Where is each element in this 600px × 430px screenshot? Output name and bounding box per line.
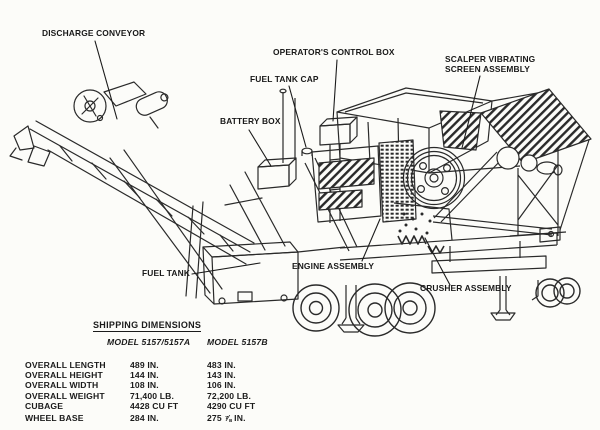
column-header-model-5157-5157a: MODEL 5157/5157A bbox=[107, 337, 191, 347]
row-value-b: 483 IN. bbox=[207, 360, 236, 370]
row-value-b: 4290 CU FT bbox=[207, 400, 256, 411]
callout-battery-box: BATTERY BOX bbox=[220, 116, 281, 126]
fuel-tank-drawing bbox=[202, 241, 299, 305]
callout-operators-control-box: OPERATOR'S CONTROL BOX bbox=[273, 47, 395, 57]
row-value-a: 489 IN. bbox=[130, 360, 159, 370]
row-label: CUBAGE bbox=[25, 400, 64, 411]
row-value-a: 71,400 LB. bbox=[130, 390, 175, 401]
row-value-a: 4428 CU FT bbox=[130, 400, 179, 411]
jack-stands-drawing bbox=[337, 276, 516, 333]
row-value-a: 284 IN. bbox=[130, 413, 159, 424]
engine-assembly-drawing bbox=[311, 139, 417, 223]
callout-scalper-line2: SCREEN ASSEMBLY bbox=[445, 64, 530, 74]
row-value-a: 144 IN. bbox=[130, 370, 159, 381]
row-value-b: 275 ⅞ IN. bbox=[207, 413, 246, 424]
row-label: OVERALL WEIGHT bbox=[25, 390, 105, 401]
row-value-b: 143 IN. bbox=[207, 370, 236, 381]
wheels-drawing bbox=[292, 277, 581, 337]
callout-fuel-tank-cap: FUEL TANK CAP bbox=[250, 74, 319, 84]
discharge-conveyor-drawing bbox=[9, 81, 286, 299]
row-label: OVERALL HEIGHT bbox=[25, 370, 103, 381]
row-value-b: 72,200 LB. bbox=[207, 390, 252, 401]
scalper-screen-drawing bbox=[439, 88, 592, 237]
column-header-model-5157b: MODEL 5157B bbox=[207, 337, 268, 347]
callout-engine-assembly: ENGINE ASSEMBLY bbox=[292, 261, 375, 271]
callout-fuel-tank: FUEL TANK bbox=[142, 268, 191, 278]
row-value-b: 106 IN. bbox=[207, 380, 236, 391]
row-label: WHEEL BASE bbox=[25, 413, 84, 424]
shipping-dimensions-table: OVERALL LENGTH 489 IN. 483 IN. OVERALL H… bbox=[25, 360, 325, 423]
callout-scalper-vibrating-screen: SCALPER VIBRATING SCREEN ASSEMBLY bbox=[445, 54, 535, 74]
row-value-a: 108 IN. bbox=[130, 380, 159, 391]
callout-scalper-line1: SCALPER VIBRATING bbox=[445, 54, 536, 64]
crusher-assembly-drawing bbox=[393, 146, 466, 254]
callout-crusher-assembly: CRUSHER ASSEMBLY bbox=[420, 283, 512, 293]
callout-discharge-conveyor: DISCHARGE CONVEYOR bbox=[42, 28, 146, 38]
row-label: OVERALL WIDTH bbox=[25, 380, 99, 391]
leader-lines bbox=[94, 40, 481, 286]
row-label: OVERALL LENGTH bbox=[25, 360, 106, 370]
shipping-dimensions-title: SHIPPING DIMENSIONS bbox=[93, 320, 202, 332]
